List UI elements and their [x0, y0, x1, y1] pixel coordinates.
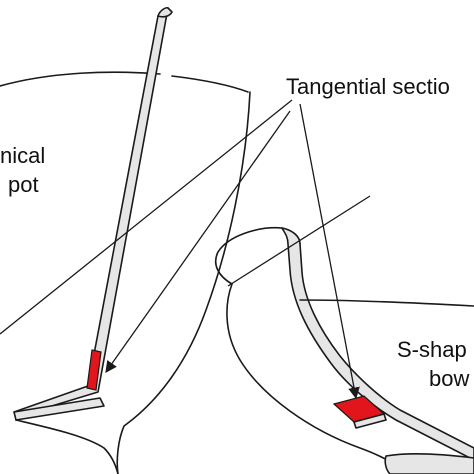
leader-line-to-pot-section: [105, 110, 291, 373]
s-shaped-bowl-label-line2: bow: [429, 366, 469, 391]
leader-line-to-bowl-section: [299, 103, 360, 400]
leader-lines: [0, 99, 371, 400]
s-shaped-bowl-foot: [384, 453, 474, 474]
conical-pot-wall-profile: [13, 7, 169, 413]
s-shaped-bowl-outer-body: [226, 283, 407, 474]
conical-pot-back-edge: [116, 91, 251, 474]
conical-pot: nical pot: [0, 7, 251, 474]
conical-pot-wall-cap: [157, 7, 173, 18]
conical-pot-rim: [0, 71, 249, 93]
s-shaped-bowl-section-edge: [353, 413, 387, 429]
s-shaped-bowl-label-line1: S-shap: [397, 337, 467, 362]
s-shaped-bowl: S-shap bow: [214, 226, 474, 474]
leader-line-to-pot-rim: [0, 99, 293, 335]
conical-pot-base-curve: [15, 419, 119, 474]
conical-pot-label-line1: nical: [0, 143, 45, 168]
conical-pot-tangential-section: [86, 349, 102, 391]
s-shaped-bowl-inner-rim: [299, 299, 474, 307]
s-shaped-bowl-wall-profile: [281, 227, 474, 461]
tangential-section-label: Tangential sectio: [286, 74, 450, 99]
leader-line-to-bowl-rim: [227, 195, 371, 287]
conical-pot-label-line2: pot: [8, 172, 39, 197]
conical-pot-base-wall: [13, 397, 105, 421]
